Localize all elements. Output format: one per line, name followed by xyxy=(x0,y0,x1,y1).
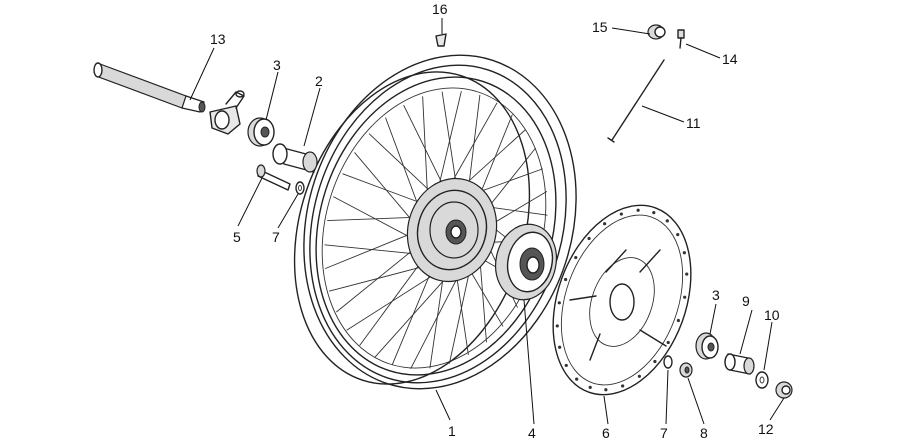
disc-hole xyxy=(603,222,607,226)
bearing-right xyxy=(695,332,719,360)
disc-hole xyxy=(666,340,670,345)
callout-10: 9 xyxy=(742,293,750,309)
disc-hole xyxy=(604,388,608,392)
disc-hole xyxy=(564,277,568,282)
wheel-axle xyxy=(93,62,206,113)
disc-hole xyxy=(685,272,689,276)
disc-hole xyxy=(682,251,686,255)
valve-cap xyxy=(435,33,447,47)
disc-hole xyxy=(637,374,641,378)
callout-5: 6 xyxy=(602,425,610,440)
callout-8: 8 xyxy=(700,425,708,440)
callout-13: 11 xyxy=(686,115,701,131)
callout-3b: 3 xyxy=(712,287,720,303)
leader-lines xyxy=(189,18,785,425)
callout-4: 4 xyxy=(528,425,536,440)
washer-left xyxy=(295,181,305,195)
disc-hole xyxy=(621,384,625,388)
disc-hole xyxy=(683,295,687,299)
callout-11: 10 xyxy=(764,307,780,323)
washer-right xyxy=(663,355,673,369)
spoke-bolt xyxy=(677,29,685,49)
callout-labels: 13 3 2 5 7 16 15 14 11 1 4 6 7 8 3 9 10 … xyxy=(210,1,780,440)
disc-hole xyxy=(557,301,561,305)
washer-axle xyxy=(755,371,769,389)
callout-3: 3 xyxy=(273,57,281,73)
disc-hole xyxy=(555,324,559,328)
callout-16: 16 xyxy=(432,1,448,17)
axle-nut xyxy=(775,381,793,399)
speedometer-drive xyxy=(209,90,245,135)
disc-hole xyxy=(574,255,578,260)
disc-hole xyxy=(575,377,579,381)
callout-1: 1 xyxy=(448,423,456,439)
callout-14: 14 xyxy=(722,51,738,67)
disc-hole xyxy=(652,211,656,215)
disc-hole xyxy=(676,232,680,237)
disc-hole xyxy=(653,359,657,364)
callout-12: 12 xyxy=(758,421,774,437)
disc-hole xyxy=(665,219,669,223)
brake-disc-carrier xyxy=(495,223,557,301)
callout-7b: 7 xyxy=(660,425,668,440)
disc-hole xyxy=(587,236,591,241)
disc-hole xyxy=(619,212,623,216)
disc-hole xyxy=(636,208,640,212)
callout-9: 13 xyxy=(210,31,226,47)
brake-disc xyxy=(552,204,692,396)
callout-6: 5 xyxy=(233,229,241,245)
disc-hole xyxy=(564,363,568,368)
wheel-hub xyxy=(406,177,498,283)
bearing-left xyxy=(247,117,275,147)
callout-15: 15 xyxy=(592,19,608,35)
nut-hub xyxy=(679,362,693,378)
disc-hole xyxy=(558,345,562,349)
spoke-nipple xyxy=(647,24,666,40)
callout-7: 7 xyxy=(272,229,280,245)
disc-hole xyxy=(676,318,680,323)
callout-2: 2 xyxy=(315,73,323,89)
spacer-right xyxy=(724,353,755,375)
bolt xyxy=(256,164,291,191)
disc-hole xyxy=(588,385,592,389)
spoke xyxy=(607,59,665,143)
spacer-tube xyxy=(272,143,318,173)
